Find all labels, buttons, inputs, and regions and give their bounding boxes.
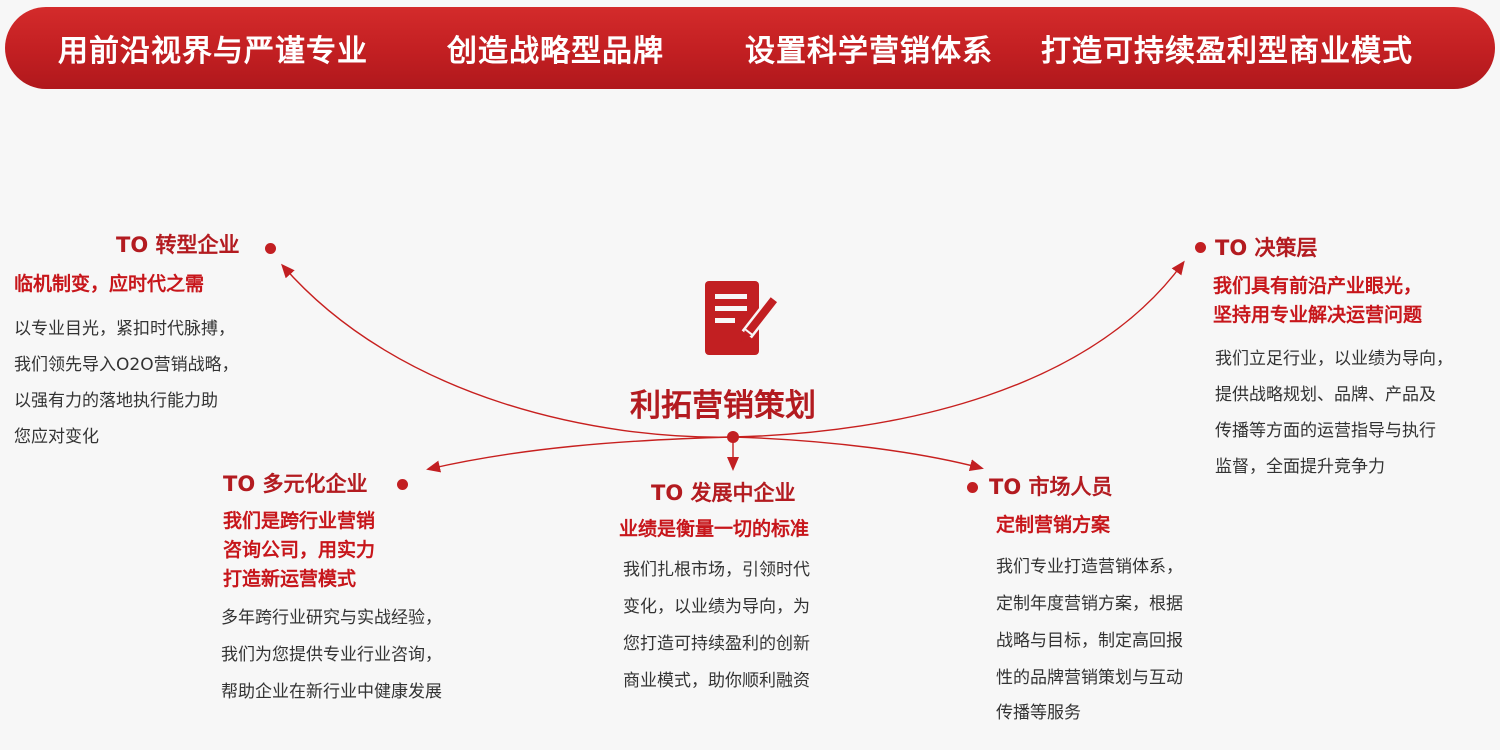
- banner-slogan-4: 打造可持续盈利型商业模式: [1041, 34, 1413, 69]
- node-marketing-body-3: 战略与目标，制定高回报: [996, 631, 1183, 651]
- arrow-to-transform: [281, 263, 734, 438]
- node-transform-body-3: 以强有力的落地执行能力助: [14, 391, 218, 411]
- banner-slogan-3: 设置科学营销体系: [745, 34, 993, 69]
- node-decision-subtitle-1: 我们具有前沿产业眼光，: [1213, 275, 1423, 297]
- node-transform-subtitle: 临机制变，应时代之需: [14, 273, 205, 295]
- center-title: 利拓营销策划: [630, 388, 816, 424]
- arrow-to-decision: [732, 260, 1185, 438]
- document-edit-icon: [705, 281, 781, 355]
- banner-slogan-1: 用前沿视界与严谨专业: [58, 34, 368, 69]
- node-transform-bullet: [265, 243, 276, 254]
- node-transform-title: TO 转型企业: [116, 233, 240, 257]
- node-diversified-title: TO 多元化企业: [223, 472, 368, 496]
- node-developing-body-2: 变化，以业绩为导向，为: [623, 597, 810, 617]
- node-marketing-body-5: 传播等服务: [996, 703, 1081, 723]
- banner-slogan-2: 创造战略型品牌: [447, 34, 664, 69]
- node-decision-body-3: 传播等方面的运营指导与执行: [1215, 421, 1436, 441]
- node-transform-body-4: 您应对变化: [14, 427, 99, 447]
- node-diversified-subtitle-1: 我们是跨行业营销: [223, 510, 376, 532]
- node-diversified-bullet: [397, 479, 408, 490]
- node-transform-body-1: 以专业目光，紧扣时代脉搏，: [14, 319, 235, 339]
- arrow-to-marketing: [732, 436, 984, 472]
- node-diversified-body-3: 帮助企业在新行业中健康发展: [221, 682, 442, 702]
- node-decision-subtitle-2: 坚持用专业解决运营问题: [1213, 304, 1423, 326]
- node-developing-title: TO 发展中企业: [651, 481, 796, 505]
- node-developing-subtitle: 业绩是衡量一切的标准: [619, 518, 810, 540]
- header-banner: 用前沿视界与严谨专业 创造战略型品牌 设置科学营销体系 打造可持续盈利型商业模式: [5, 7, 1495, 89]
- node-marketing-subtitle: 定制营销方案: [996, 514, 1111, 536]
- node-transform-body-2: 我们领先导入O2O营销战略，: [14, 355, 239, 375]
- node-diversified-subtitle-3: 打造新运营模式: [223, 568, 357, 590]
- node-marketing-body-4: 性的品牌营销策划与互动: [996, 668, 1183, 688]
- node-decision-title: TO 决策层: [1215, 236, 1318, 260]
- node-marketing-body-1: 我们专业打造营销体系，: [996, 557, 1183, 577]
- node-marketing-title: TO 市场人员: [989, 475, 1113, 499]
- center-hub-dot: [727, 431, 739, 443]
- node-diversified-subtitle-2: 咨询公司，用实力: [223, 539, 376, 561]
- node-developing-body-4: 商业模式，助你顺利融资: [623, 671, 810, 691]
- node-diversified-body-2: 我们为您提供专业行业咨询，: [221, 645, 442, 665]
- node-diversified-body-1: 多年跨行业研究与实战经验，: [221, 608, 442, 628]
- node-developing-body-1: 我们扎根市场，引领时代: [623, 560, 810, 580]
- node-decision-bullet: [1195, 242, 1206, 253]
- node-decision-body-1: 我们立足行业，以业绩为导向，: [1215, 349, 1453, 369]
- node-marketing-bullet: [967, 482, 978, 493]
- node-decision-body-2: 提供战略规划、品牌、产品及: [1215, 385, 1436, 405]
- node-decision-body-4: 监督，全面提升竞争力: [1215, 457, 1385, 477]
- node-marketing-body-2: 定制年度营销方案，根据: [996, 594, 1183, 614]
- node-developing-body-3: 您打造可持续盈利的创新: [623, 634, 810, 654]
- arrow-to-diversified: [426, 436, 734, 473]
